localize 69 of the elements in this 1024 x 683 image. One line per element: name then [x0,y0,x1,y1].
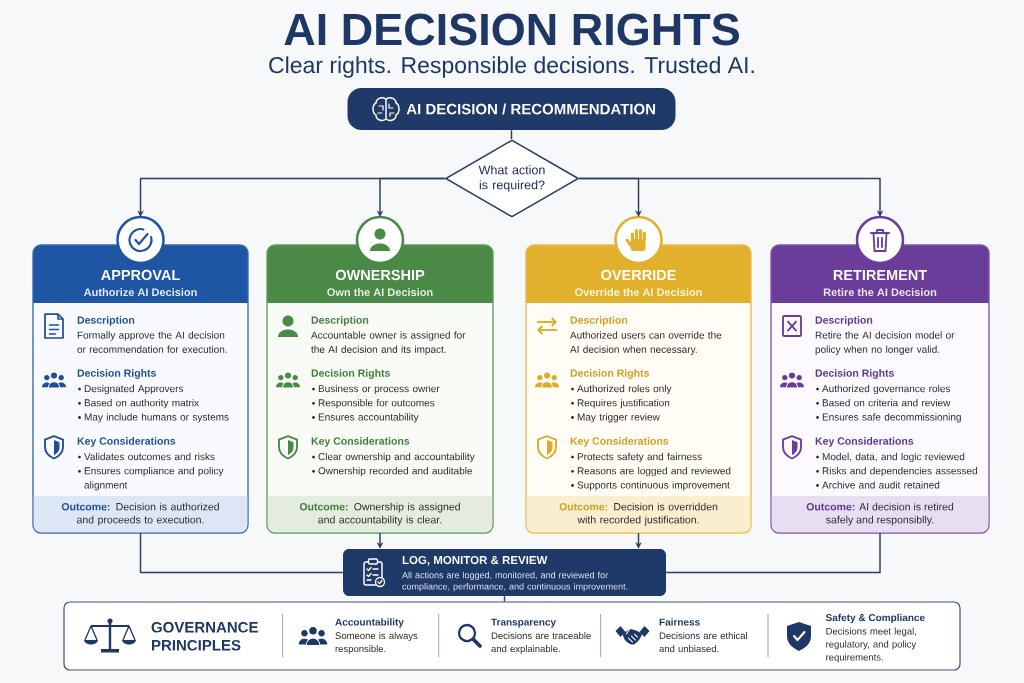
section-heading: Key Considerations [77,437,176,447]
section-heading: Description [311,316,369,326]
connector-line [510,129,513,140]
section-heading: Safety & Compliance [825,613,925,624]
card-subtitle: Own the AI Decision [327,288,433,297]
list-item: Protects safety and fairness [577,452,702,463]
list-item: May trigger review [577,413,660,423]
card-title: APPROVAL [101,269,180,281]
box-title: LOG, MONITOR & REVIEW [402,556,548,566]
decision-pill: AI DECISION / RECOMMENDATION [347,88,676,130]
connector-line [503,595,506,603]
list-item: Ownership recorded and auditable [318,467,473,477]
section-heading: Description [815,316,873,326]
title: AI DECISION RIGHTS [284,13,739,46]
list-item: Responsible for outcomes [318,399,435,409]
list-item: Validates outcomes and risks [84,452,215,461]
list-item: Ensures safe decommissioning [822,413,961,423]
box-text: All actions are logged, monitored, and reviewed for compliance, performance, and continuous improvement. [402,571,628,592]
body-text: Decisions meet legal, regulatory, and policy requirements. [826,627,917,663]
section-heading: Key Considerations [570,437,669,447]
section-heading: Decision Rights [77,369,156,379]
list-item: Risks and dependencies assessed [822,467,977,477]
section-heading: Decision Rights [311,369,390,379]
section-heading: Description [77,316,135,326]
outcome-band: Outcome: Decision is overridden with recorded justification. [526,496,751,533]
body-text: Decisions are traceable and explainable. [491,632,591,654]
section-heading: Accountability [335,618,404,628]
body-text: Decisions are ethical and unbiased. [659,632,747,653]
connector-line [139,532,344,574]
section-heading: Fairness [659,618,700,626]
list-item: Authorized roles only [577,384,672,395]
section-heading: Key Considerations [815,437,914,447]
description-text: Accountable owner is assigned for the AI decision and its impact. [311,331,466,355]
list-item: Supports continuous improvement [577,481,730,491]
section-heading: Key Considerations [311,437,410,447]
list-item: Model, data, and logic reviewed [822,452,965,463]
list-item: Designated Approvers [84,384,184,395]
card-subtitle: Override the AI Decision [575,288,702,297]
subtitle: Clear rights. Responsible decisions. Trusted AI. [269,56,754,78]
section-heading: Decision Rights [570,369,649,379]
card-title: RETIREMENT [833,270,927,280]
section-heading: Transparency [491,618,556,628]
card-title: OVERRIDE [601,269,676,281]
body-text: Someone is always responsible. [335,632,418,654]
list-item: Archive and audit retained [822,481,940,489]
description-text: Authorized users can override the AI decision when necessary. [570,331,722,355]
card-subtitle: Authorize AI Decision [83,288,197,297]
section-heading: Decision Rights [815,369,894,379]
principles-heading: GOVERNANCE PRINCIPLES [151,621,258,651]
outcome-band: Outcome: Decision is authorized and proceeds to execution. [33,496,248,533]
card-title: OWNERSHIP [335,269,425,281]
list-item: Requires justification [577,399,670,409]
arrow [578,177,884,217]
section-heading: Description [570,316,628,326]
description-text: Formally approve the AI decision or recommendation for execution. [77,331,227,353]
list-item: May include humans or systems [84,413,229,423]
list-item: Ensures compliance and policy alignment [84,467,224,491]
list-item: Ensures accountability [318,413,419,423]
description-text: Retire the AI decision model or policy when no longer valid. [815,331,955,355]
outcome-band: Outcome: Ownership is assigned and accountability is clear. [267,496,493,533]
connector-line [665,532,881,574]
list-item: Based on authority matrix [84,399,199,409]
list-item: Authorized governance roles [822,384,951,395]
outcome-band: Outcome: AI decision is retired safely and responsiblly. [771,496,989,533]
list-item: Reasons are logged and reviewed [577,467,731,477]
list-item: Business or process owner [318,384,440,395]
list-item: Based on criteria and review [822,399,951,407]
card-subtitle: Retire the AI Decision [823,288,937,297]
list-item: Clear ownership and accountability [318,452,475,463]
